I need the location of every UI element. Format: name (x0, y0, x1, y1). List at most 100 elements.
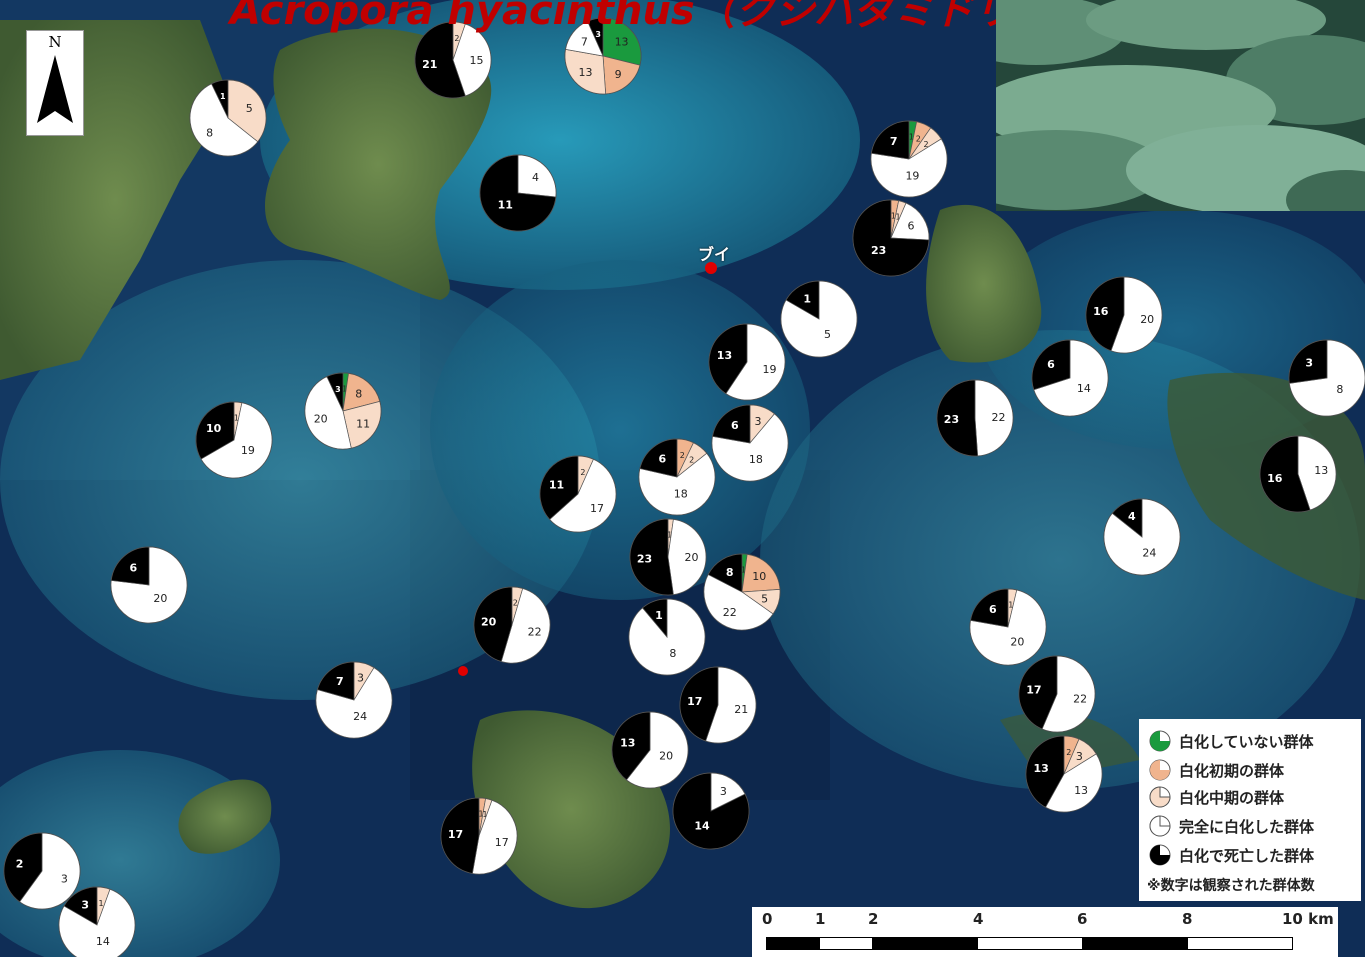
pie-value-label: 6 (989, 603, 997, 616)
pie-value-label: 6 (658, 453, 666, 466)
pie-value-label: 13 (1034, 762, 1049, 775)
legend-label: 白化で死亡した群体 (1179, 846, 1315, 865)
scale-segment (1187, 937, 1293, 950)
pie-value-label: 4 (1128, 510, 1136, 523)
slice-complete (189, 83, 259, 157)
pie-value-label: 14 (694, 820, 710, 833)
north-island (265, 28, 492, 301)
slice-dead (1018, 655, 1058, 730)
pie-value-label: 24 (353, 710, 367, 723)
pie-value-label: 21 (422, 58, 437, 71)
pie-value-label: 7 (581, 35, 588, 48)
slice-dead (679, 666, 719, 742)
pie-value-label: 1 (655, 609, 663, 622)
pie-value-label: 1 (896, 213, 901, 222)
pie-value-label: 1 (741, 565, 746, 574)
legend-item-complete: 完全に白化した群体 (1149, 814, 1314, 838)
slice-complete (870, 138, 948, 198)
pie-value-label: 4 (532, 171, 539, 184)
slice-early (741, 553, 781, 593)
slice-complete (1033, 339, 1109, 417)
coral-photo-inset (996, 0, 1365, 211)
pie-value-label: 2 (1066, 748, 1071, 757)
pie-value-label: 3 (1305, 357, 1313, 370)
pie-value-label: 13 (578, 66, 592, 79)
pie-value-label: 10 (206, 422, 222, 435)
pie-value-label: 13 (620, 736, 635, 749)
slice-dead (936, 379, 979, 457)
coral-photo (996, 0, 1365, 211)
slice-dead (3, 832, 43, 903)
east-island (926, 204, 1042, 363)
scale-tick: 2 (868, 910, 879, 928)
pie-value-label: 18 (674, 488, 688, 501)
legend-label: 完全に白化した群体 (1179, 817, 1315, 836)
scale-segment (819, 937, 873, 950)
site-pie-chart: 206 (110, 546, 188, 624)
pie-value-label: 3 (81, 899, 89, 912)
slice-dead (1111, 498, 1143, 538)
pie-value-label: 20 (1140, 313, 1154, 326)
legend-item-dead: 白化で死亡した群体 (1149, 843, 1314, 867)
pie-value-label: 2 (454, 34, 459, 43)
slice-complete (780, 280, 858, 358)
scale-segment (977, 937, 1083, 950)
southwest-islet (178, 779, 272, 854)
pie-value-label: 2 (580, 468, 585, 477)
slice-dead (326, 372, 344, 412)
slice-complete (711, 413, 789, 482)
pie-value-label: 17 (495, 836, 509, 849)
pie-value-label: 5 (824, 328, 831, 341)
slice-early (602, 55, 641, 95)
pie-value-label: 7 (890, 135, 898, 148)
pie-value-label: 22 (1073, 693, 1087, 706)
slice-dead (110, 546, 150, 586)
legend: 白化していない群体 白化初期の群体 白化中期の群体 完全に白化した群体 白化で死… (1139, 719, 1361, 901)
pie-value-label: 8 (1336, 383, 1343, 396)
slice-dead (473, 586, 513, 662)
pie-value-label: 6 (731, 419, 739, 432)
legend-label: 白化初期の群体 (1179, 761, 1285, 780)
pie-value-label: 6 (1047, 358, 1055, 371)
pie-value-label: 13 (1074, 784, 1088, 797)
pie-value-label: 17 (590, 502, 604, 515)
legend-note: ※数字は観察された群体数 (1147, 878, 1315, 894)
pie-value-label: 6 (907, 220, 914, 233)
scale-tick: 8 (1182, 910, 1193, 928)
pie-value-label: 8 (726, 566, 734, 579)
north-label: N (48, 33, 62, 51)
slice-middle (342, 400, 382, 449)
pie-value-label: 3 (595, 30, 601, 39)
pie-value-label: 19 (763, 363, 777, 376)
pie-value-label: 24 (1142, 546, 1156, 559)
scale-bar: 0 1 2 4 6 8 10 km (752, 907, 1338, 957)
site-pie-chart: 83 (1288, 339, 1365, 417)
slice-complete (626, 711, 689, 789)
pie-value-label: 1 (234, 414, 239, 423)
slice-complete (304, 376, 352, 450)
pie-value-label: 22 (992, 411, 1006, 424)
pie-value-label: 20 (481, 616, 497, 629)
slice-dead (317, 661, 355, 701)
pie-value-label: 14 (96, 935, 110, 948)
pie-value-label: 8 (669, 647, 676, 660)
pie-value-label: 2 (916, 134, 921, 143)
slice-complete (667, 518, 707, 596)
pie-value-label: 1 (220, 92, 226, 101)
legend-swatch-healthy-icon (1149, 730, 1171, 752)
pie-value-label: 6 (130, 561, 138, 574)
pie-value-label: 23 (637, 553, 652, 566)
